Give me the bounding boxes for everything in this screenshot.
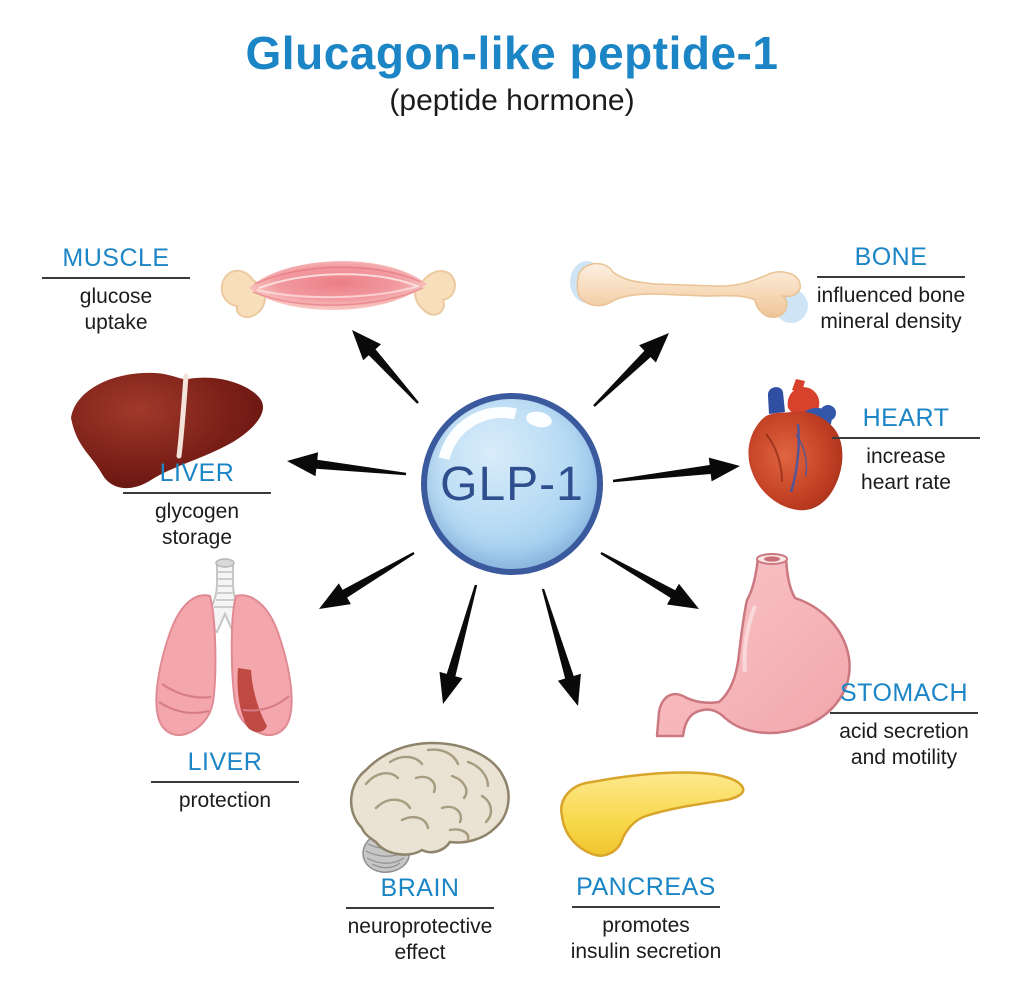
arrow-to-muscle — [352, 330, 419, 404]
liver-label: LIVER glycogen storage — [122, 459, 272, 550]
liver-effect: glycogen storage — [154, 500, 240, 549]
liver-name: LIVER — [123, 459, 271, 494]
arrow-to-brain — [439, 584, 478, 704]
muscle-name: MUSCLE — [42, 244, 190, 279]
pancreas-icon — [560, 771, 745, 857]
bone-icon — [570, 261, 808, 323]
stomach-icon — [655, 553, 851, 738]
lungs-effect: protection — [178, 789, 272, 812]
bone-effect: influenced bone mineral density — [816, 284, 966, 333]
muscle-effect: glucose uptake — [79, 285, 153, 334]
heart-name: HEART — [832, 404, 980, 439]
bubble-gloss-highlight — [412, 382, 592, 562]
bone-label: BONE influenced bone mineral density — [816, 243, 966, 334]
muscle-icon — [220, 261, 456, 318]
arrow-to-bone — [593, 333, 669, 407]
lungs-label: LIVER protection — [150, 748, 300, 814]
arrow-to-lungs — [319, 552, 415, 609]
arrow-to-liver — [287, 452, 407, 477]
heart-icon — [748, 379, 843, 511]
pancreas-effect: promotes insulin secretion — [570, 914, 722, 963]
pancreas-label: PANCREAS promotes insulin secretion — [566, 873, 726, 964]
heart-effect: increase heart rate — [861, 445, 951, 494]
brain-label: BRAIN neuroprotective effect — [340, 874, 500, 965]
arrow-to-heart — [612, 457, 740, 483]
heart-label: HEART increase heart rate — [831, 404, 981, 495]
muscle-label: MUSCLE glucose uptake — [41, 244, 191, 335]
brain-icon — [349, 741, 510, 873]
arrow-to-pancreas — [541, 588, 581, 706]
bone-name: BONE — [817, 243, 965, 278]
pancreas-name: PANCREAS — [572, 873, 720, 908]
brain-effect: neuroprotective effect — [347, 915, 493, 964]
liver-icon — [71, 372, 264, 489]
page-title: Glucagon-like peptide-1 — [245, 27, 779, 79]
stomach-effect: acid secretion and motility — [839, 720, 969, 769]
lungs-name: LIVER — [151, 748, 299, 783]
page-subtitle: (peptide hormone) — [389, 84, 635, 117]
lungs-icon — [155, 558, 293, 736]
glp1-bubble: GLP-1 — [412, 382, 603, 575]
stomach-name: STOMACH — [830, 679, 978, 714]
glp1-label: GLP-1 — [440, 457, 584, 511]
brain-name: BRAIN — [346, 874, 494, 909]
stomach-label: STOMACH acid secretion and motility — [829, 679, 979, 770]
